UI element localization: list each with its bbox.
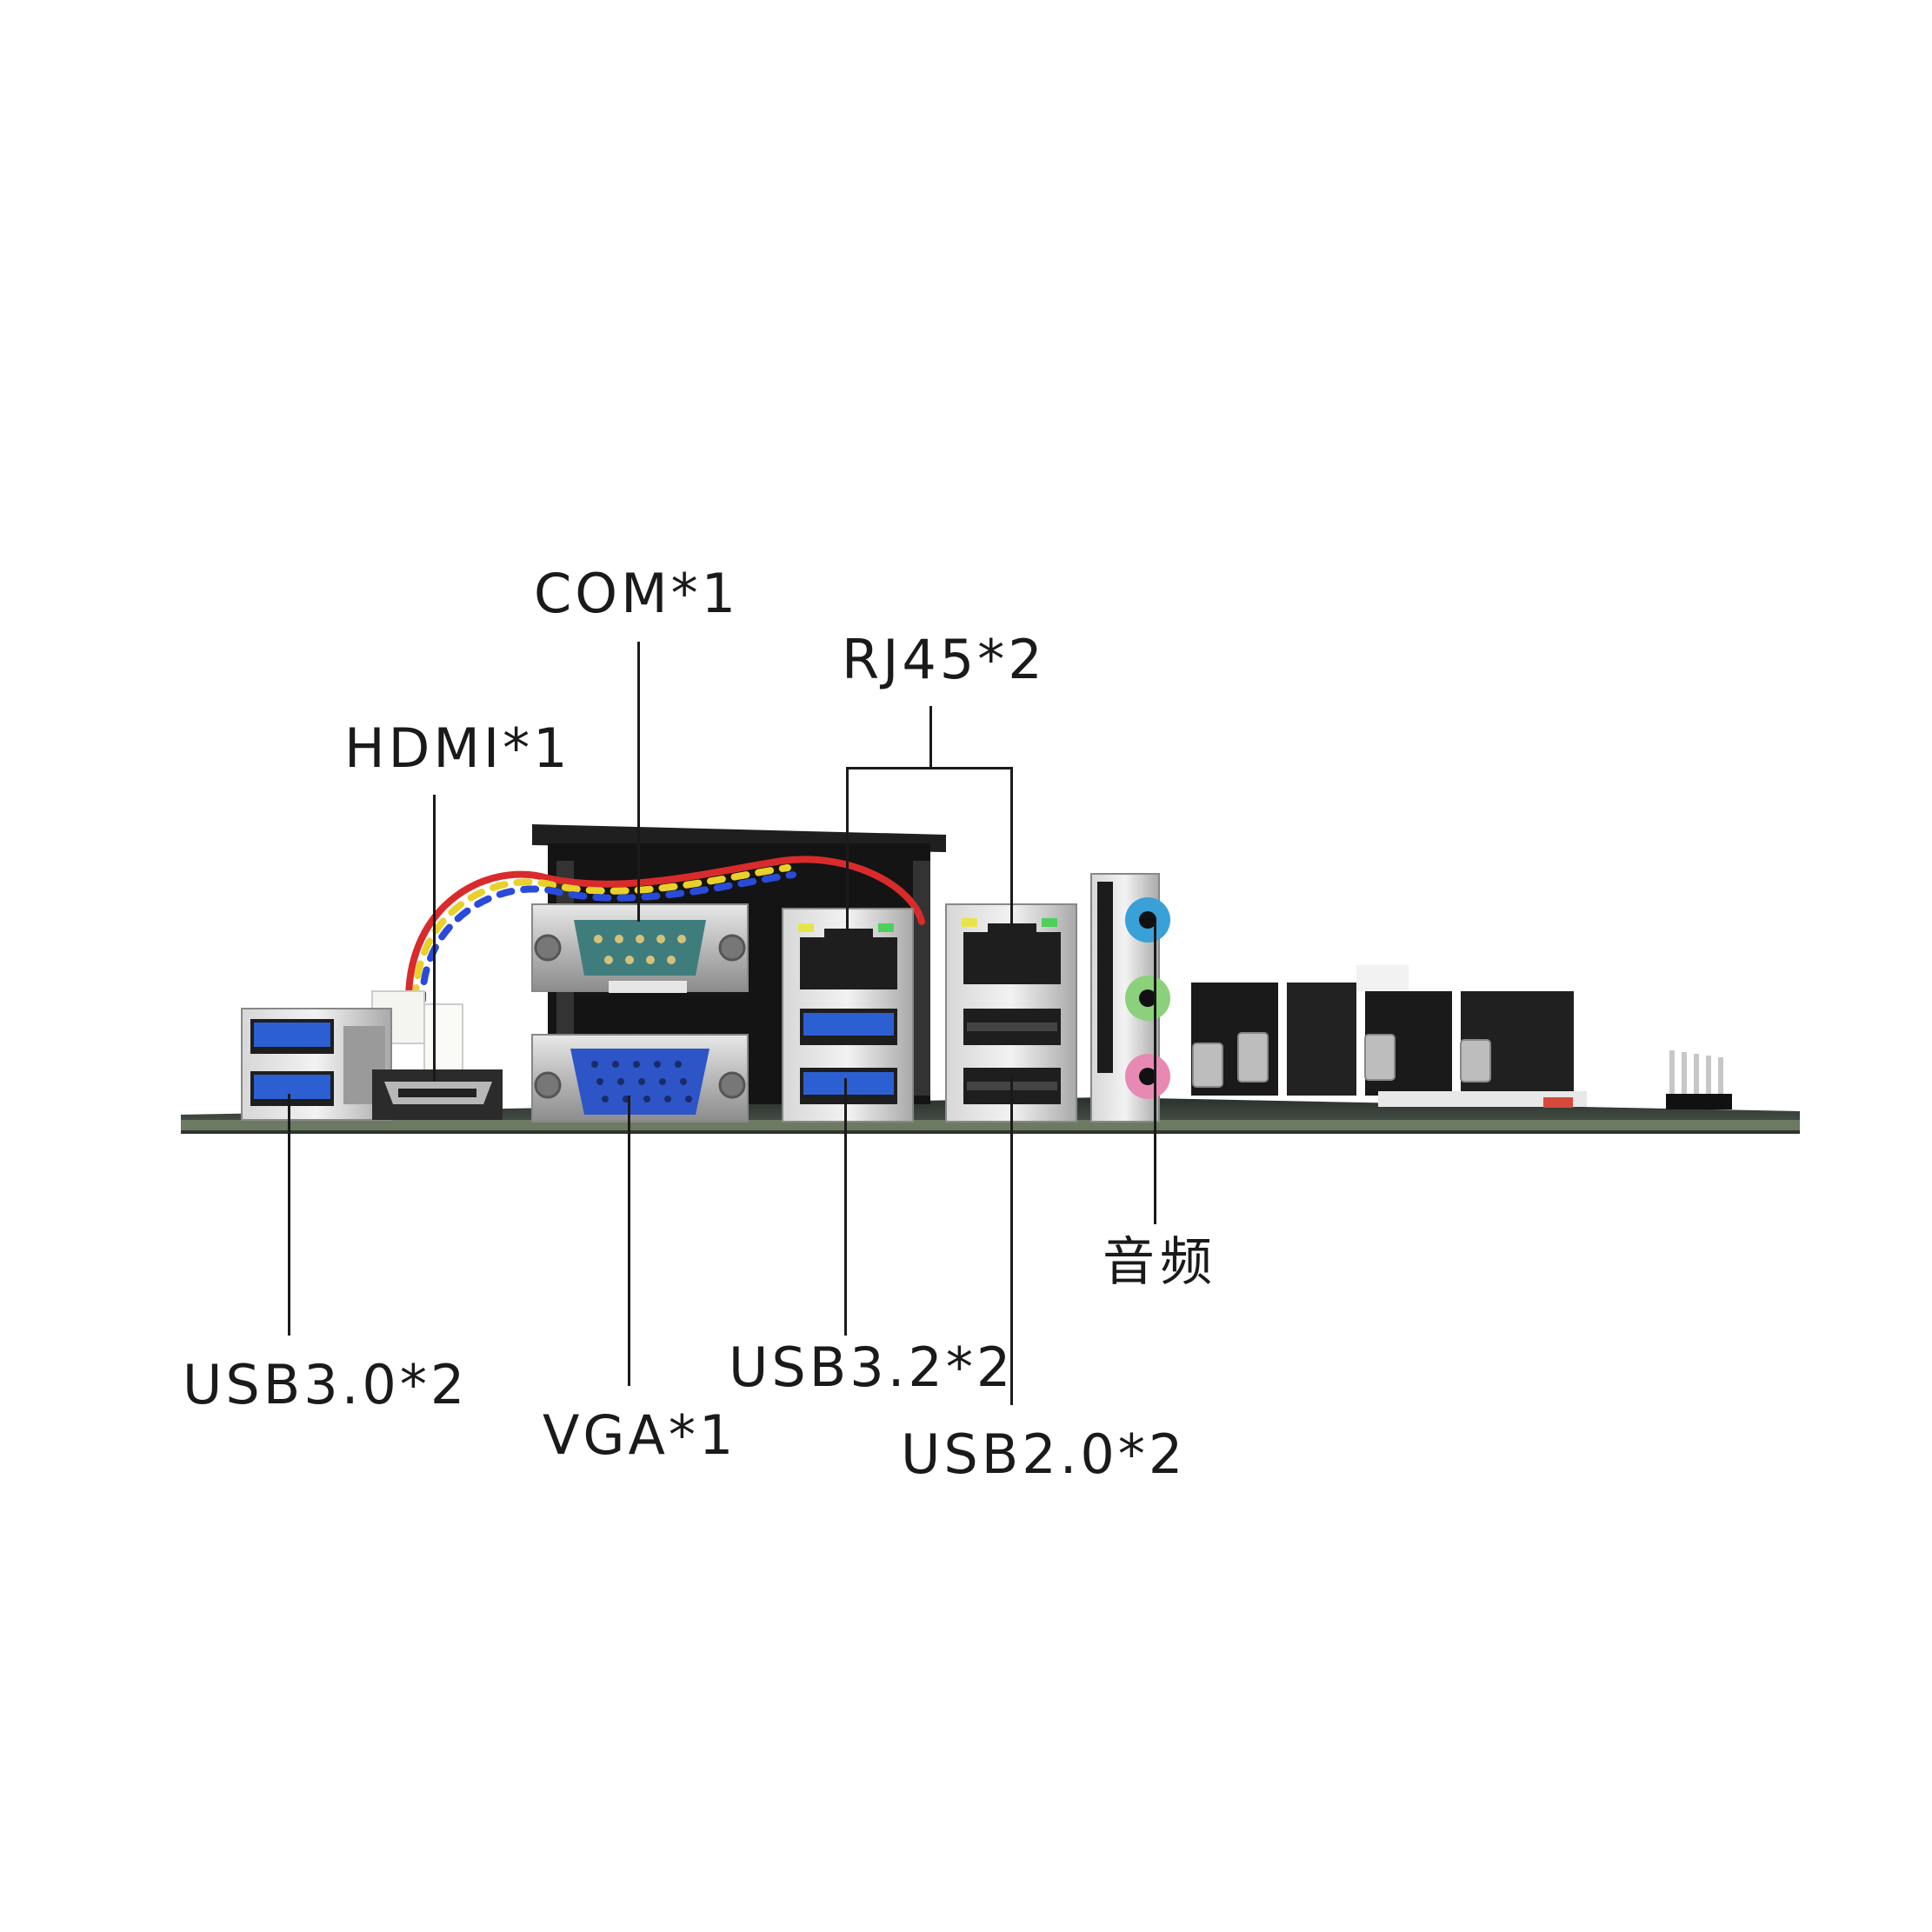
leader-com (637, 642, 640, 922)
leader-audio (1154, 922, 1156, 1224)
leader-usb32 (844, 1078, 847, 1336)
label-rj45: RJ45*2 (842, 628, 1046, 691)
leader-rj45-stem (929, 706, 932, 767)
label-hdmi: HDMI*1 (344, 716, 571, 780)
label-usb30: USB3.0*2 (183, 1353, 469, 1416)
leader-vga (628, 1096, 630, 1386)
board-components (1191, 965, 1732, 1109)
hdmi-port (372, 1069, 503, 1120)
leader-rj45-left (846, 767, 849, 932)
leader-usb20 (1010, 1075, 1013, 1405)
leader-rj45-right (1010, 767, 1013, 923)
leader-usb30 (288, 1094, 290, 1336)
label-usb20: USB2.0*2 (901, 1422, 1187, 1486)
label-audio: 音频 (1103, 1232, 1217, 1293)
leader-hdmi (433, 795, 436, 1082)
com-serial-port (531, 903, 749, 993)
usb30-port-stack (241, 1008, 392, 1121)
rj45-usb32-stack (782, 908, 914, 1123)
label-vga: VGA*1 (543, 1403, 737, 1467)
audio-jacks (1090, 873, 1170, 1123)
vga-port (531, 1034, 749, 1123)
label-com: COM*1 (534, 562, 740, 625)
label-usb32: USB3.2*2 (729, 1336, 1015, 1399)
leader-rj45-bracket (846, 767, 1013, 769)
